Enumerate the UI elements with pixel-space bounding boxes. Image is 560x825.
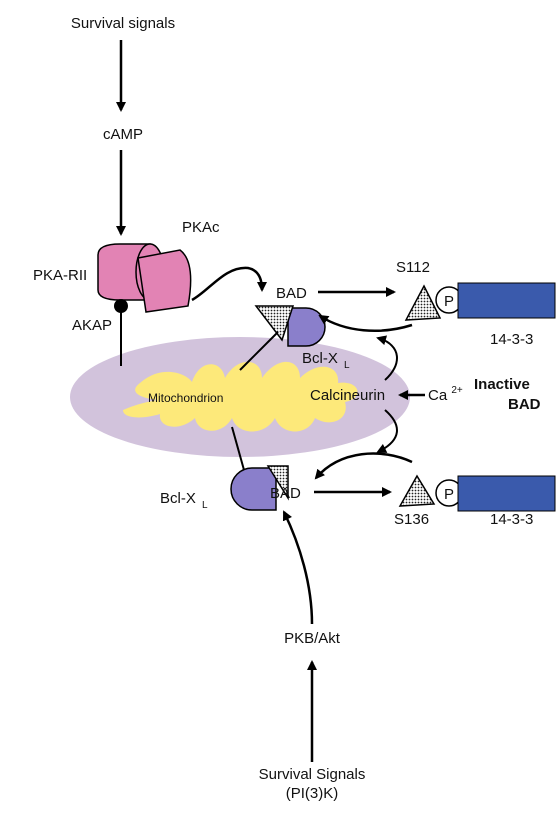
bcl-top-mito-link (239, 331, 279, 371)
inactive-bad-label: BAD (508, 396, 541, 413)
arrow-return-bottom (314, 452, 413, 480)
pkac-label: PKAc (182, 219, 220, 236)
arrow-pkac-to-bad (191, 266, 267, 302)
ca-superscript: 2+ (451, 385, 463, 396)
calcineurin-bidirectional-arc (376, 335, 398, 381)
bcl-xl-bottom-text: Bcl-X (160, 490, 196, 507)
protein-14-3-3-top (457, 282, 556, 319)
pka-rii-label: PKA-RII (33, 267, 87, 284)
protein-14-3-3-bottom-label: 14-3-3 (490, 511, 533, 528)
protein-14-3-3-bottom (457, 475, 556, 512)
bcl-xl-bottom-label: Bcl-X L (160, 490, 208, 511)
bad-bottom-label: BAD (270, 485, 301, 502)
bcl-xl-bottom-subscript: L (202, 500, 208, 511)
arrow-return-top (318, 314, 413, 333)
bcl-xl-top-text: Bcl-X (302, 350, 338, 367)
s112-triangle-icon (404, 284, 442, 321)
ca-label: Ca 2+ (428, 385, 463, 404)
camp-label: cAMP (103, 126, 143, 143)
survival-signals-top-label: Survival signals (71, 15, 175, 32)
calcineurin-bidirectional-arc-lower (376, 409, 398, 453)
ca-text: Ca (428, 387, 448, 404)
inactive-label: Inactive (474, 376, 530, 393)
bcl-xl-top-label: Bcl-X L (302, 350, 350, 371)
bcl-xl-top-subscript: L (344, 360, 350, 371)
calcineurin-label: Calcineurin (310, 387, 385, 404)
bcl-xl-top-shape (287, 307, 326, 347)
bcl-bottom-mito-link (231, 426, 245, 471)
phosphate-bottom-label: P (444, 486, 454, 503)
pkb-akt-label: PKB/Akt (284, 630, 341, 647)
s136-triangle-icon (398, 474, 436, 507)
s112-label: S112 (396, 259, 430, 276)
arrow-pkb-to-bad (282, 510, 314, 625)
pkac-cylinder (137, 249, 192, 313)
mitochondrion-label: Mitochondrion (148, 391, 223, 405)
s136-label: S136 (394, 511, 429, 528)
akap-label: AKAP (72, 317, 112, 334)
bcl-xl-bottom-shape (230, 467, 277, 511)
bad-top-label: BAD (276, 285, 307, 302)
phosphate-top-label: P (444, 293, 454, 310)
protein-14-3-3-top-label: 14-3-3 (490, 331, 533, 348)
survival-signals-bottom-label: Survival Signals (259, 766, 366, 783)
bad-bottom-triangle-icon (266, 465, 289, 501)
bad-triangle-icon (254, 305, 295, 342)
mitochondrion-inner (123, 361, 358, 432)
pi3k-label: (PI(3)K) (286, 785, 339, 802)
